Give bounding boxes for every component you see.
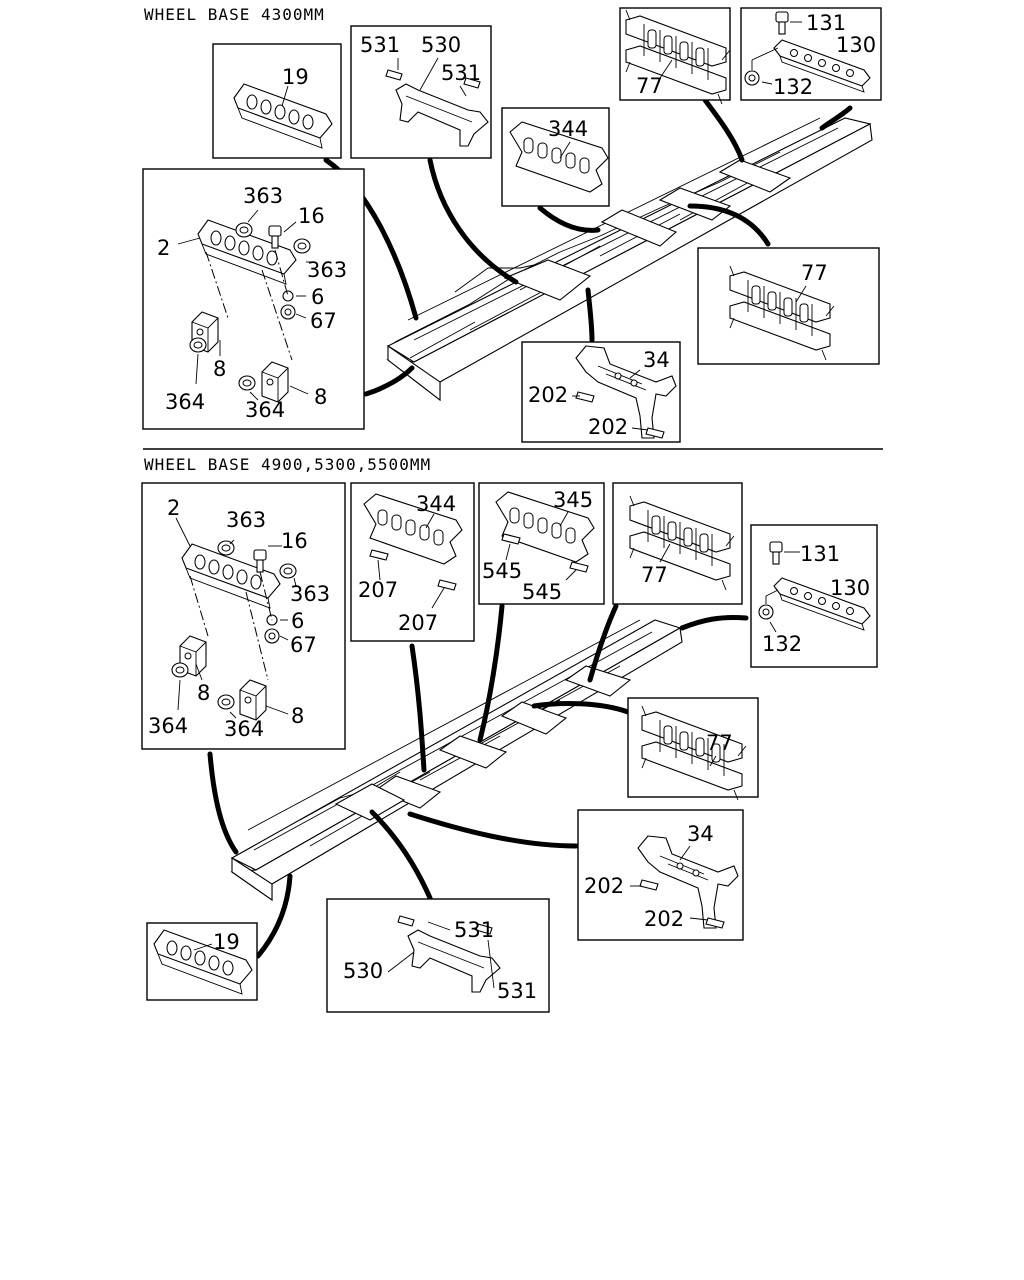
part-number-label: 8	[213, 357, 226, 381]
part-number-label: 6	[291, 609, 304, 633]
chassis-frame-top	[386, 117, 873, 402]
part-number-label: 531	[454, 918, 494, 942]
part-number-label: 8	[291, 704, 304, 728]
part-number-label: 545	[522, 580, 562, 604]
part-number-label: 8	[197, 681, 210, 705]
callout-box-530-top: 531 530 531	[350, 25, 492, 159]
callout-box-34-top: 34 202 202	[521, 341, 681, 443]
part-number-label: 77	[801, 261, 828, 285]
part-number-label: 344	[548, 117, 588, 141]
callout-box-130-bottom: 131 130 132	[750, 524, 878, 668]
part-number-label: 202	[528, 383, 568, 407]
part-number-label: 531	[360, 33, 400, 57]
part-number-label: 6	[311, 285, 324, 309]
part-number-label: 363	[243, 184, 283, 208]
callout-box-detail-bottom: 2 363 16 363 6 67 8 364 364 8	[141, 482, 346, 750]
part-number-label: 132	[773, 75, 813, 99]
part-number-label: 202	[588, 415, 628, 439]
callout-box-19-bottom: 19	[146, 922, 258, 1001]
callout-box-344-top: 344	[501, 107, 610, 207]
part-number-label: 363	[307, 258, 347, 282]
callout-box-detail-top: 363 16 2 363 6 67 8 364 364 8	[142, 168, 365, 430]
part-number-label: 77	[641, 563, 668, 587]
part-number-label: 19	[213, 930, 240, 954]
part-number-label: 67	[310, 309, 337, 333]
part-number-label: 364	[165, 390, 205, 414]
part-number-label: 132	[762, 632, 802, 656]
part-number-label: 207	[358, 578, 398, 602]
part-number-label: 530	[421, 33, 461, 57]
part-number-label: 202	[644, 907, 684, 931]
callout-box-77b-bottom: 77	[627, 697, 759, 801]
section-header-bottom: WHEEL BASE 4900,5300,5500MM	[144, 455, 431, 474]
part-number-label: 8	[314, 385, 327, 409]
part-number-label: 67	[290, 633, 317, 657]
part-number-label: 77	[636, 74, 663, 98]
part-number-label: 344	[416, 492, 456, 516]
callout-box-19-top: 19	[212, 43, 342, 159]
part-number-label: 16	[281, 529, 308, 553]
part-number-label: 77	[706, 731, 733, 755]
part-number-label: 34	[687, 822, 714, 846]
callout-box-530-bottom: 531 530 531	[326, 898, 550, 1013]
callout-box-130-top: 131 130 132	[740, 7, 882, 101]
part-number-label: 363	[290, 582, 330, 606]
callout-box-77a-bottom: 77	[612, 482, 743, 605]
part-number-label: 545	[482, 559, 522, 583]
part-number-label: 2	[167, 496, 180, 520]
callout-box-344-bottom: 344 207 207	[350, 482, 475, 642]
part-number-label: 531	[441, 61, 481, 85]
part-number-label: 345	[553, 488, 593, 512]
part-number-label: 34	[643, 348, 670, 372]
part-number-label: 364	[245, 398, 285, 422]
label-19: 19	[282, 65, 309, 89]
part-number-label: 364	[148, 714, 188, 738]
part-number-label: 364	[224, 717, 264, 741]
part-number-label: 131	[806, 11, 846, 35]
connector-lines-bottom	[207, 603, 749, 959]
section-header-top: WHEEL BASE 4300MM	[144, 5, 325, 24]
part-number-label: 530	[343, 959, 383, 983]
part-number-label: 207	[398, 611, 438, 635]
part-number-label: 531	[497, 979, 537, 1003]
callout-box-345-bottom: 345 545 545	[478, 482, 605, 605]
part-number-label: 16	[298, 204, 325, 228]
callout-box-77b-top: 77	[697, 247, 880, 365]
part-number-label: 2	[157, 236, 170, 260]
part-number-label: 130	[836, 33, 876, 57]
part-number-label: 130	[830, 576, 870, 600]
part-number-label: 363	[226, 508, 266, 532]
callout-box-77a-top: 77	[619, 7, 731, 105]
callout-box-34-bottom: 34 202 202	[577, 809, 744, 941]
part-number-label: 131	[800, 542, 840, 566]
part-number-label: 202	[584, 874, 624, 898]
chassis-frame-bottom	[230, 619, 683, 902]
